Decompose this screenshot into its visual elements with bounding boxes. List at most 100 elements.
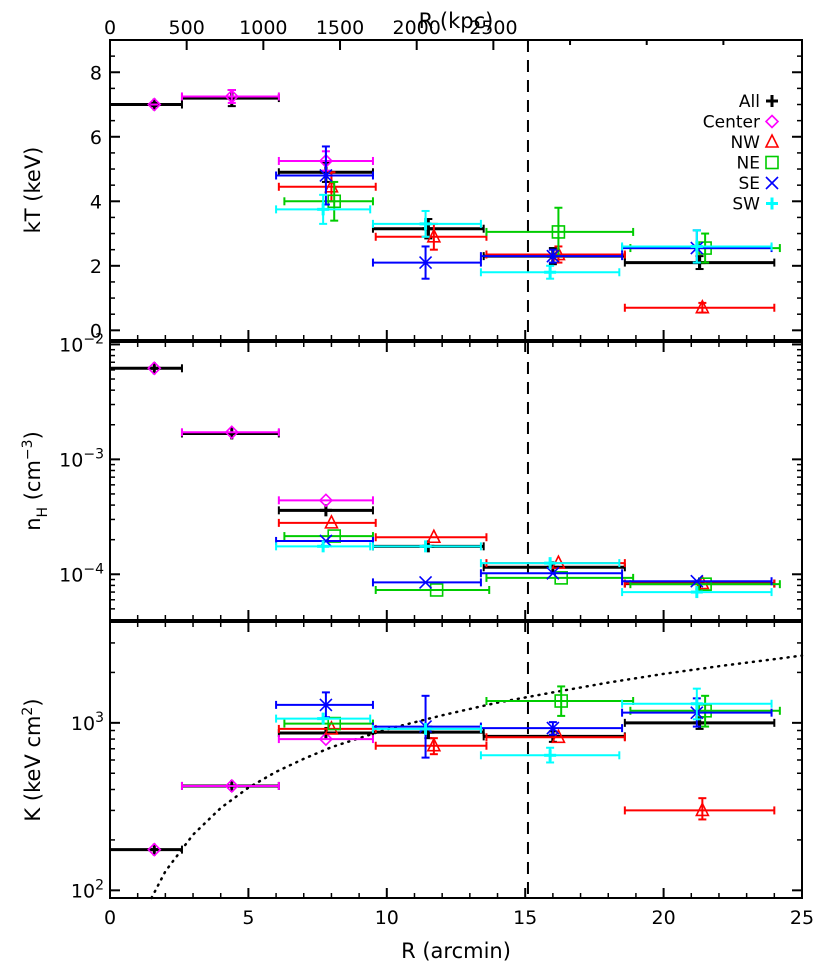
data-point-se: [690, 574, 704, 588]
data-point-sw: [317, 712, 330, 725]
data-point-nw: [324, 514, 339, 529]
legend-marker-ne: [765, 155, 779, 170]
y-tick-label: 10−4: [59, 561, 104, 586]
top-axis-tick-label: 1500: [316, 17, 364, 39]
top-axis-label: R (kpc): [419, 9, 494, 33]
data-point-ne: [327, 716, 342, 731]
bottom-axis-tick-label: 20: [652, 907, 676, 929]
series-center: [147, 731, 374, 857]
y-tick-label: 103: [71, 710, 104, 735]
data-point-ne: [429, 583, 444, 597]
data-point-nw: [426, 736, 442, 752]
data-point-se: [319, 168, 333, 183]
y-axis-label: K (keV cm2): [20, 698, 45, 821]
data-point-sw: [544, 557, 557, 570]
data-point-ne: [551, 225, 566, 239]
data-point-nw: [695, 298, 710, 314]
y-tick-label: 2: [90, 256, 102, 278]
data-point-sw: [544, 266, 557, 279]
legend-label: Center: [703, 113, 760, 133]
legend-marker-center: [764, 114, 780, 129]
legend-marker-all: [766, 95, 778, 107]
series-sw: [275, 193, 773, 280]
panel-frame: [109, 39, 803, 341]
legend-label: NE: [737, 154, 760, 174]
data-point-all: [148, 843, 161, 856]
data-point-sw: [419, 540, 432, 553]
panel-frame: [109, 621, 803, 899]
data-point-center: [318, 731, 334, 747]
panel-density: nH (cm−3): [20, 341, 803, 621]
y-tick-label: 4: [90, 191, 102, 213]
legend-marker-sw: [766, 197, 778, 210]
series-se: [275, 691, 773, 759]
data-point-sw: [544, 749, 557, 762]
data-point-se: [546, 566, 560, 580]
series-ne: [283, 180, 781, 264]
legend-marker-nw: [764, 133, 780, 148]
data-point-se: [546, 249, 560, 263]
data-point-sw: [690, 586, 703, 599]
baseline-dotted-curve: [150, 654, 804, 900]
data-point-sw: [690, 240, 703, 253]
data-point-se: [418, 575, 433, 589]
bottom-axis-tick-label: 0: [104, 907, 116, 929]
y-axis-label: kT (keV): [21, 147, 45, 234]
data-point-ne: [327, 529, 342, 543]
data-point-sw: [419, 217, 432, 230]
series-sw: [275, 687, 773, 764]
data-point-ne: [327, 194, 342, 209]
y-tick-label: 6: [90, 127, 102, 149]
top-axis-tick-label: 500: [169, 17, 205, 39]
y-tick-label: 0: [90, 320, 102, 342]
bottom-axis-label: R (arcmin): [401, 939, 511, 963]
legend-label: SE: [738, 174, 760, 194]
data-point-center: [147, 842, 162, 857]
data-point-nw: [695, 801, 710, 817]
legend-label: NW: [730, 133, 760, 153]
top-axis-tick-label: 2000: [393, 17, 441, 39]
data-point-sw: [419, 722, 432, 735]
legend-label: SW: [732, 195, 760, 215]
y-axis-label: nH (cm−3): [20, 431, 51, 531]
data-point-all: [148, 362, 161, 375]
bottom-axis-tick-label: 10: [375, 907, 399, 929]
top-axis-tick-label: 2500: [469, 17, 517, 39]
series-center: [147, 361, 374, 508]
series-nw: [277, 720, 776, 821]
data-point-center: [318, 493, 334, 508]
series-all: [109, 362, 776, 590]
panel-entropy: K (keV cm2): [20, 621, 804, 900]
y-tick-label: 102: [71, 877, 104, 902]
data-point-center: [224, 778, 239, 794]
bottom-axis-tick-label: 25: [790, 907, 814, 929]
top-axis-tick-label: 0: [104, 17, 116, 39]
series-se: [275, 534, 773, 589]
data-point-center: [147, 361, 162, 376]
data-point-nw: [551, 728, 566, 744]
bottom-axis-tick-label: 5: [242, 907, 254, 929]
data-point-sw: [317, 203, 330, 216]
data-point-center: [224, 425, 239, 440]
legend-label: All: [739, 92, 760, 112]
data-point-center: [147, 97, 162, 112]
y-tick-label: 10−2: [59, 331, 104, 356]
legend-marker-se: [765, 176, 779, 190]
data-point-nw: [426, 528, 442, 544]
data-point-ne: [554, 694, 568, 708]
y-tick-label: 10−3: [59, 446, 104, 471]
data-point-nw: [426, 227, 442, 243]
series-sw: [275, 540, 773, 599]
data-point-sw: [317, 540, 330, 553]
bottom-axis-tick-label: 15: [513, 907, 537, 929]
panel-frame: [109, 341, 803, 621]
top-axis-tick-label: 1000: [239, 17, 287, 39]
data-point-se: [418, 256, 433, 270]
data-point-center: [224, 89, 239, 104]
series-all: [109, 89, 776, 271]
series-ne: [283, 685, 781, 731]
